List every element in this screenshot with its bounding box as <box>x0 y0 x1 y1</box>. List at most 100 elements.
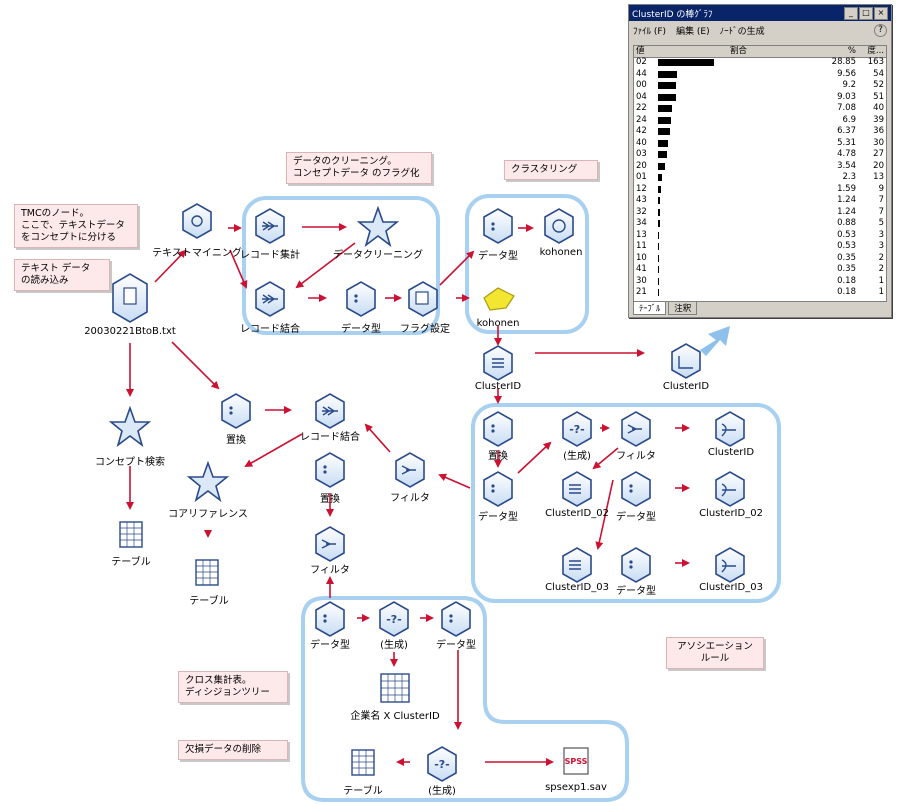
label-kohonen2[interactable]: kohonen <box>476 318 520 329</box>
label-filter2[interactable]: フィルタ <box>390 493 430 504</box>
label-table2[interactable]: テーブル <box>189 596 229 607</box>
label-kohonen1[interactable]: kohonen <box>539 247 583 258</box>
label-table3[interactable]: テーブル <box>343 786 383 797</box>
label-clusterid02b[interactable]: ClusterID_02 <box>699 508 763 519</box>
label-filter1[interactable]: フィルタ <box>310 565 350 576</box>
table-icons <box>119 521 410 776</box>
row-value: 04 <box>636 91 647 102</box>
label-record-merge2[interactable]: レコード結合 <box>300 432 360 443</box>
label-replace2[interactable]: 置換 <box>320 494 340 505</box>
row-count: 3 <box>878 229 884 240</box>
label-clusterid03a[interactable]: ClusterID_03 <box>545 582 609 593</box>
row-value: 00 <box>636 80 647 90</box>
label-replace3[interactable]: 置換 <box>488 451 508 462</box>
label-data-type3[interactable]: データ型 <box>478 512 518 523</box>
label-concept-search[interactable]: コンセプト検索 <box>95 457 165 468</box>
note-crosstab: クロス集計表。 ディシジョンツリー <box>178 671 288 703</box>
kohonen1-node <box>544 208 574 244</box>
menu-file[interactable]: ﾌｧｲﾙ (F) <box>633 26 667 37</box>
header-percent[interactable]: % <box>847 46 856 56</box>
node-glyphs <box>191 215 736 573</box>
header-count[interactable]: 度... <box>867 46 884 56</box>
row-count: 27 <box>873 149 884 159</box>
label-sav[interactable]: spsexp1.sav <box>545 782 607 793</box>
label-data-type2[interactable]: データ型 <box>478 251 518 262</box>
label-coreference[interactable]: コアリファレンス <box>168 509 248 520</box>
label-matrix[interactable]: 企業名 X ClusterID <box>350 711 440 722</box>
label-clusterid-web[interactable]: ClusterID <box>707 447 755 458</box>
window-titlebar[interactable]: ClusterID の棒ｸﾞﾗﾌ _ □ × <box>629 5 891 21</box>
maximize-icon[interactable]: □ <box>859 6 873 20</box>
proportion-bar <box>658 93 676 101</box>
proportion-bar <box>658 139 669 147</box>
label-data-type7[interactable]: データ型 <box>436 640 476 651</box>
label-data-type5[interactable]: データ型 <box>616 586 656 597</box>
label-clusterid02a[interactable]: ClusterID_02 <box>545 508 609 519</box>
tab-annotation[interactable]: 注釈 <box>668 301 698 315</box>
note-missing: 欠損データの削除 <box>178 740 288 760</box>
label-clusterid-chart[interactable]: ClusterID <box>662 381 710 392</box>
label-file[interactable]: 20030221BtoB.txt <box>84 326 176 337</box>
help-icon[interactable]: ? <box>874 23 887 37</box>
label-data-type4[interactable]: データ型 <box>616 512 656 523</box>
row-count: 13 <box>873 172 884 182</box>
row-percent: 0.53 <box>837 229 856 240</box>
row-value: 12 <box>636 183 647 194</box>
label-clusterid[interactable]: ClusterID <box>474 381 522 392</box>
svg-text:-?-: -?- <box>569 423 585 436</box>
menu-generate[interactable]: ﾉｰﾄﾞの生成 <box>719 26 765 37</box>
label-record-merge1[interactable]: レコード結合 <box>240 324 300 335</box>
row-value: 30 <box>636 275 647 286</box>
label-data-cleaning[interactable]: データクリーニング <box>333 250 423 261</box>
label-record-agg[interactable]: レコード集計 <box>240 250 300 261</box>
header-value[interactable]: 値 <box>636 46 645 56</box>
label-data-type6[interactable]: データ型 <box>310 640 350 651</box>
label-replace1[interactable]: 置換 <box>226 435 246 446</box>
label-text-mining[interactable]: テキストマイニング <box>152 248 242 259</box>
row-count: 30 <box>873 137 884 148</box>
frame-clustering <box>465 194 589 334</box>
close-icon[interactable]: × <box>874 6 888 20</box>
table2-icon <box>195 559 219 586</box>
frame-cleaning <box>242 196 440 335</box>
header-proportion[interactable]: 割合 <box>730 46 748 56</box>
label-clusterid03b[interactable]: ClusterID_03 <box>699 582 763 593</box>
label-gen3[interactable]: (生成) <box>428 786 456 797</box>
coreference-star <box>186 460 230 503</box>
label-data-type1[interactable]: データ型 <box>341 324 381 335</box>
sav-icon <box>563 747 589 775</box>
minimize-icon[interactable]: _ <box>844 6 858 20</box>
label-filter3[interactable]: フィルタ <box>616 451 656 462</box>
label-gen2[interactable]: (生成) <box>380 640 408 651</box>
row-percent: 0.88 <box>837 218 856 228</box>
label-table1[interactable]: テーブル <box>111 557 151 568</box>
connectors <box>126 223 690 766</box>
row-count: 54 <box>873 68 884 79</box>
row-percent: 0.18 <box>837 275 856 286</box>
menu-edit[interactable]: 編集 (E) <box>676 26 710 37</box>
label-flag-set[interactable]: フラグ設定 <box>400 324 450 335</box>
tab-table[interactable]: ﾃｰﾌﾞﾙ <box>633 301 667 315</box>
label-gen1[interactable]: (生成) <box>563 451 591 462</box>
